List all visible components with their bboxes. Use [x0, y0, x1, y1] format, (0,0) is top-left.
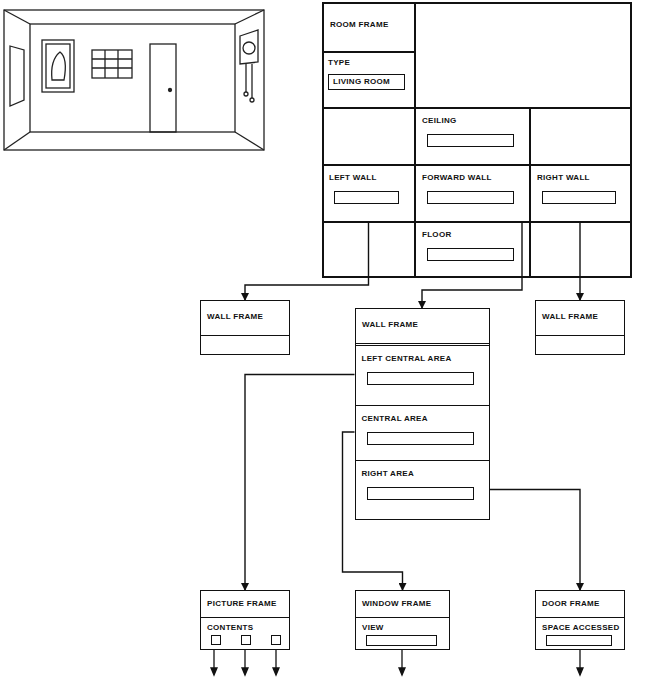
slot-label: WALL FRAME	[362, 320, 418, 330]
room-frame: ROOM FRAME TYPE LIVING ROOM CEILING LEFT WAL…	[322, 2, 632, 278]
slot-box	[367, 487, 474, 500]
slot-label: PICTURE FRAME	[207, 599, 277, 609]
slot-label: FORWARD WALL	[422, 173, 492, 183]
slot-box	[367, 432, 474, 445]
header-rule	[536, 335, 624, 336]
slot-label: LIVING ROOM	[333, 77, 390, 87]
slot-label: LEFT WALL	[329, 173, 377, 183]
slot-box	[366, 635, 437, 646]
slot-box	[367, 372, 474, 385]
frame-box: PICTURE FRAME CONTENTS	[200, 590, 290, 650]
pointer-arrow	[490, 490, 581, 591]
slot-label: LEFT CENTRAL AREA	[362, 354, 452, 364]
slot-label: WINDOW FRAME	[362, 599, 431, 609]
slot-cell: FORWARD WALL	[415, 165, 530, 222]
slot-box	[546, 635, 612, 646]
slot-box	[427, 248, 514, 261]
slot-cell: LEFT CENTRAL AREA	[355, 345, 490, 405]
slot-cell: CENTRAL AREA	[355, 405, 490, 460]
frame-box: WALL FRAME	[200, 300, 290, 355]
slot-label: FLOOR	[422, 230, 452, 240]
slot-label: RIGHT WALL	[537, 173, 590, 183]
slot-box: LIVING ROOM	[328, 74, 405, 90]
slot-label: DOOR FRAME	[542, 599, 600, 609]
slot-cell: RIGHT WALL	[530, 165, 632, 222]
slot-label: TYPE	[328, 58, 350, 68]
header-rule	[201, 617, 289, 618]
slot-box	[542, 191, 616, 204]
slot-box	[427, 191, 514, 204]
slot-label: RIGHT AREA	[362, 469, 414, 479]
slot-cell: RIGHT AREA	[355, 460, 490, 520]
pointer-arrow	[422, 222, 522, 308]
pointer-arrow	[343, 432, 403, 590]
pointer-arrow	[579, 222, 580, 300]
pointer-arrow	[245, 222, 369, 300]
slot-cell: CEILING	[415, 108, 530, 165]
slot-label: VIEW	[362, 623, 384, 633]
header-rule	[356, 617, 449, 618]
slot-box	[241, 635, 251, 645]
slot-label: SPACE ACCESSED	[542, 623, 620, 633]
slot-cell: FLOOR	[415, 222, 530, 278]
slot-box	[271, 635, 281, 645]
frame-box: WALL FRAME LEFT CENTRAL AREA CENTRAL AREA R…	[355, 308, 490, 520]
frame-box: WALL FRAME	[535, 300, 625, 355]
slot-label: ROOM FRAME	[330, 20, 389, 30]
slot-label: WALL FRAME	[542, 312, 598, 322]
slot-label: CEILING	[422, 116, 457, 126]
header-rule	[536, 617, 624, 618]
slot-cell: TYPE LIVING ROOM	[322, 52, 415, 108]
slot-label: CENTRAL AREA	[362, 414, 428, 424]
frame-box: DOOR FRAME SPACE ACCESSED	[535, 590, 625, 650]
slot-box	[211, 635, 221, 645]
header-rule	[201, 335, 289, 336]
slot-label: WALL FRAME	[207, 312, 263, 322]
frame-box: WINDOW FRAME VIEW	[355, 590, 450, 650]
slot-cell: LEFT WALL	[322, 165, 415, 222]
slot-box	[334, 191, 399, 204]
pointer-arrow	[245, 375, 355, 591]
slot-box	[427, 134, 514, 147]
slot-label: CONTENTS	[207, 623, 253, 633]
